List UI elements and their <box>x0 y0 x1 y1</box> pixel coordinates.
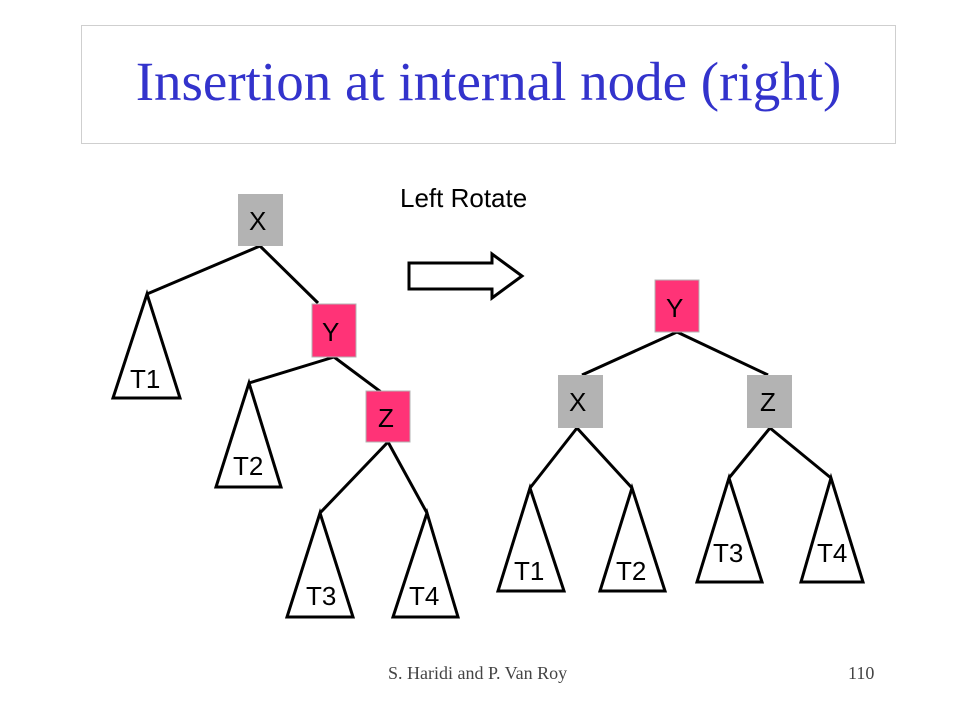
before-subtree-t2: T2 <box>213 377 284 489</box>
before-node-y: Y <box>311 303 357 358</box>
operation-label: Left Rotate <box>400 183 527 213</box>
svg-text:Y: Y <box>322 317 339 347</box>
after-node-x: X <box>558 375 603 428</box>
svg-text:T4: T4 <box>817 538 847 568</box>
svg-text:T3: T3 <box>713 538 743 568</box>
svg-text:Z: Z <box>760 387 776 417</box>
svg-text:T3: T3 <box>306 581 336 611</box>
before-node-x: X <box>238 194 283 246</box>
svg-text:T2: T2 <box>233 451 263 481</box>
svg-text:T2: T2 <box>616 556 646 586</box>
svg-text:T1: T1 <box>130 364 160 394</box>
svg-text:Z: Z <box>378 403 394 433</box>
before-subtree-t1: T1 <box>110 289 183 400</box>
title-box: Insertion at internal node (right) <box>81 25 896 144</box>
after-subtree-t2: T2 <box>597 483 668 593</box>
svg-text:Y: Y <box>666 293 683 323</box>
right-arrow-icon <box>407 251 525 301</box>
after-subtree-t4: T4 <box>799 472 866 584</box>
svg-text:T1: T1 <box>514 556 544 586</box>
after-subtree-t1: T1 <box>495 483 567 593</box>
slide-title: Insertion at internal node (right) <box>135 51 842 112</box>
before-subtree-t3: T3 <box>284 508 356 619</box>
after-node-z: Z <box>747 375 792 428</box>
footer-page-number: 110 <box>848 663 875 683</box>
before-node-z: Z <box>365 390 411 443</box>
footer-author: S. Haridi and P. Van Roy <box>388 663 568 683</box>
before-subtree-t4: T4 <box>390 507 461 619</box>
svg-text:X: X <box>569 387 586 417</box>
before-edges <box>146 244 429 515</box>
svg-text:T4: T4 <box>409 581 439 611</box>
svg-text:X: X <box>249 206 266 236</box>
after-node-y: Y <box>654 279 700 333</box>
after-subtree-t3: T3 <box>694 472 765 584</box>
after-edges <box>528 330 832 490</box>
